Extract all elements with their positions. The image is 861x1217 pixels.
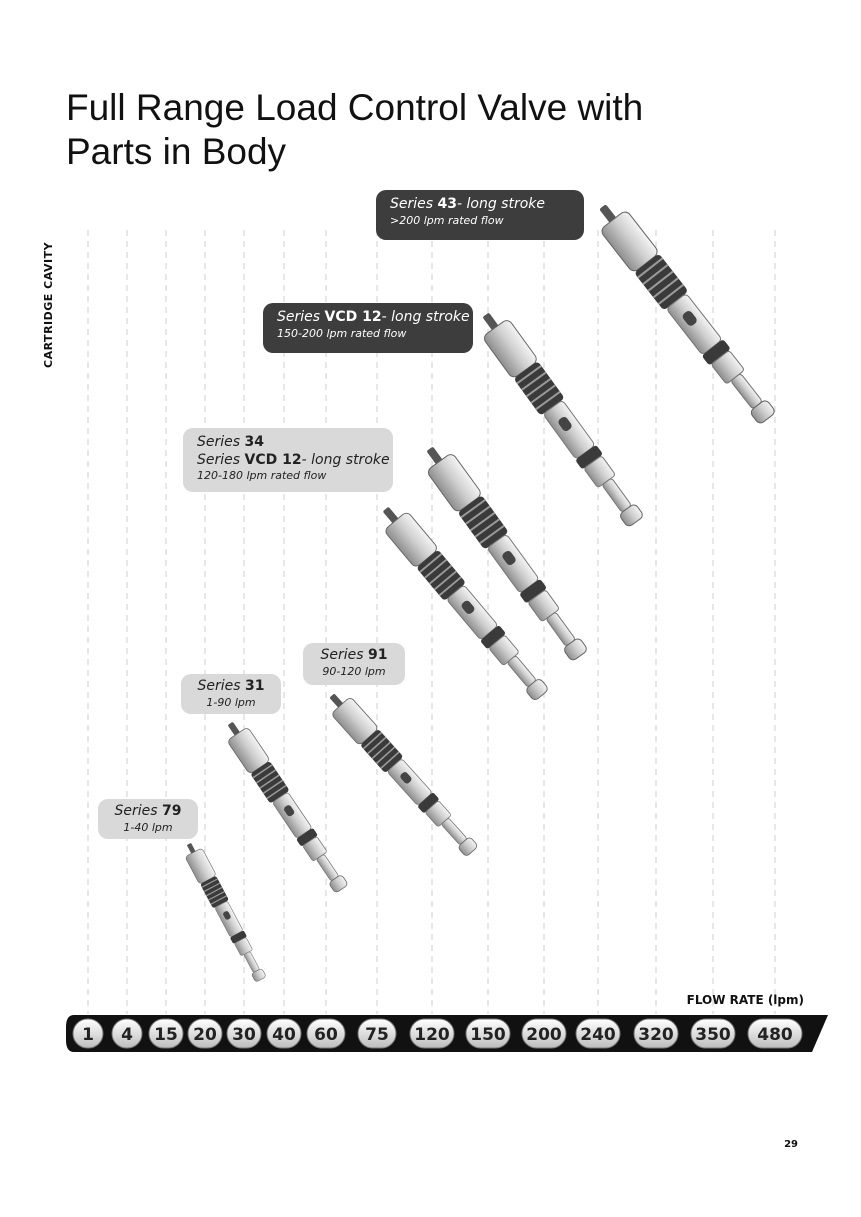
flow-tick-label: 120	[414, 1025, 450, 1045]
flow-tick-350: 350	[690, 1018, 736, 1049]
flow-tick-60: 60	[306, 1018, 346, 1049]
flow-tick-240: 240	[575, 1018, 621, 1049]
flow-tick-15: 15	[148, 1018, 184, 1049]
valve-series-vcd12-upper-image	[471, 304, 651, 533]
page-title: Full Range Load Control Valve with Parts…	[66, 87, 644, 172]
flow-tick-label: 15	[154, 1025, 178, 1045]
flow-tick-label: 20	[193, 1025, 217, 1045]
flow-tick-label: 150	[470, 1025, 506, 1045]
flow-tick-30: 30	[226, 1018, 262, 1049]
valve-series-91-image	[321, 685, 483, 862]
axis-label-flow-rate: FLOW RATE (lpm)	[686, 993, 804, 1007]
flow-tick-150: 150	[465, 1018, 511, 1049]
valve-series-43-image	[588, 195, 783, 430]
guide-lines	[87, 230, 776, 1014]
flow-tick-label: 1	[82, 1025, 94, 1045]
flow-tick-label: 75	[365, 1025, 389, 1045]
flow-tick-label: 240	[580, 1025, 616, 1045]
label-series-79: Series 79 1-40 lpm	[98, 799, 198, 839]
label-series-91: Series 91 90-120 lpm	[303, 643, 405, 685]
label-series-34: Series 34 Series VCD 12- long stroke 120…	[183, 428, 393, 492]
page-number: 29	[784, 1139, 798, 1150]
flow-tick-label: 60	[314, 1025, 338, 1045]
valve-series-vcd12-lower-image	[415, 438, 595, 667]
label-series-31: Series 31 1-90 lpm	[181, 674, 281, 714]
label-series-vcd12: Series VCD 12- long stroke 150-200 lpm r…	[263, 303, 473, 353]
flow-tick-label: 40	[272, 1025, 296, 1045]
flow-tick-40: 40	[266, 1018, 302, 1049]
flow-tick-320: 320	[633, 1018, 679, 1049]
flow-tick-4: 4	[111, 1018, 143, 1049]
flow-tick-label: 200	[526, 1025, 562, 1045]
flow-rate-ticks: 1 4 15 20 30 40 60 75 120 150 200 240 320 350 480	[72, 1018, 803, 1049]
flow-tick-75: 75	[357, 1018, 397, 1049]
label-series-43: Series 43- long stroke >200 lpm rated fl…	[376, 190, 584, 240]
flow-tick-20: 20	[187, 1018, 223, 1049]
flow-tick-480: 480	[747, 1018, 803, 1049]
flow-tick-1: 1	[72, 1018, 104, 1049]
flow-tick-120: 120	[409, 1018, 455, 1049]
flow-tick-label: 4	[121, 1025, 133, 1045]
valve-series-79-image	[179, 838, 271, 985]
flow-tick-label: 320	[638, 1025, 674, 1045]
valve-series-31-image	[219, 715, 354, 897]
flow-tick-200: 200	[521, 1018, 567, 1049]
flow-tick-label: 480	[757, 1025, 793, 1045]
flow-tick-label: 350	[695, 1025, 731, 1045]
flow-tick-label: 30	[232, 1025, 256, 1045]
